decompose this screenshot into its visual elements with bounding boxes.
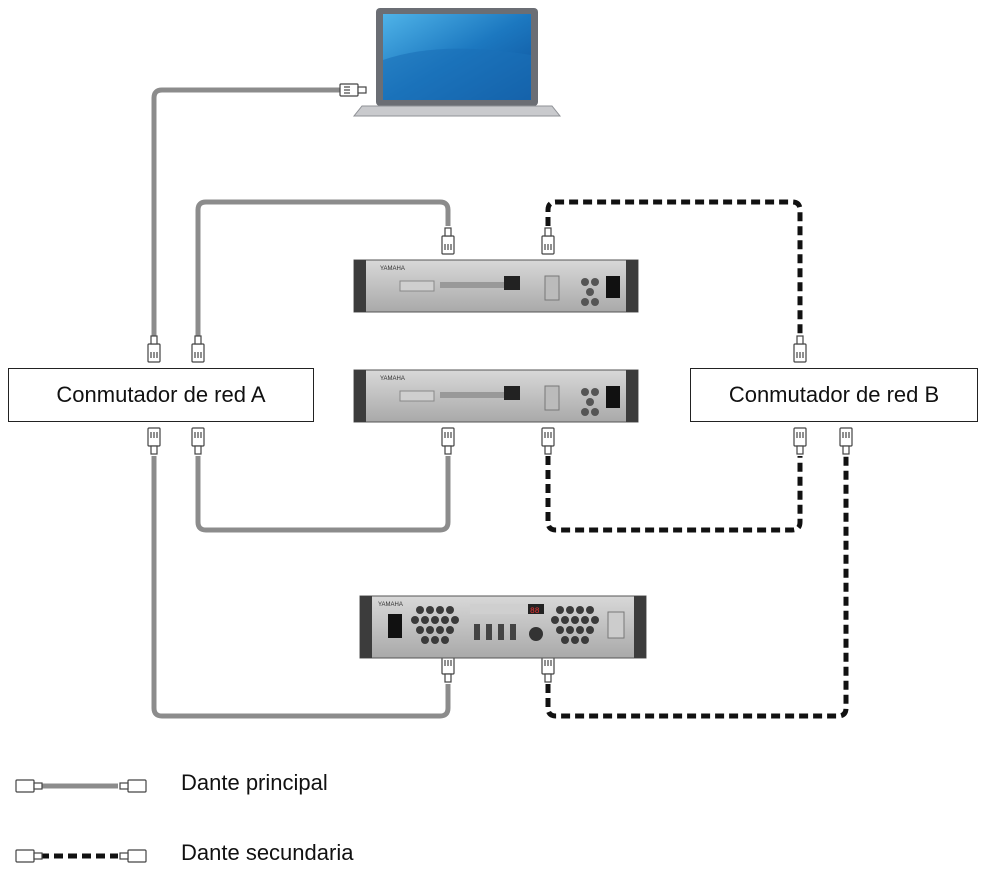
ethernet-plug-icon	[441, 655, 455, 683]
ethernet-plug-icon	[441, 427, 455, 455]
legend-secondary-cable	[15, 849, 147, 863]
ethernet-plug-icon	[147, 335, 161, 363]
ethernet-plug-icon	[541, 427, 555, 455]
rack-top-brand: YAMAHA	[380, 266, 405, 272]
cable-amplifier-to-switch-b	[545, 456, 849, 719]
amplifier-icon: 88 YAMAHA	[359, 595, 647, 659]
ethernet-plug-icon	[793, 427, 807, 455]
cable-switch-a-to-rack-middle	[195, 456, 451, 533]
switch-a: Conmutador de red A	[8, 368, 314, 422]
amplifier-display: 88	[530, 607, 540, 616]
ethernet-plug-icon	[191, 335, 205, 363]
cable-switch-a-to-amplifier	[151, 456, 451, 719]
rack-middle-brand: YAMAHA	[380, 376, 405, 382]
ethernet-plug-icon	[191, 427, 205, 455]
ethernet-plug-icon	[147, 427, 161, 455]
ethernet-plug-icon	[441, 227, 455, 255]
amplifier-brand: YAMAHA	[378, 602, 403, 608]
ethernet-plug-icon	[793, 335, 807, 363]
legend-primary-cable	[15, 779, 147, 793]
switch-b: Conmutador de red B	[690, 368, 978, 422]
ethernet-plug-icon	[541, 227, 555, 255]
cable-switch-a-to-rack-top	[195, 199, 451, 336]
legend-primary-label: Dante principal	[181, 770, 328, 795]
rack-unit-middle: YAMAHA	[353, 369, 639, 423]
laptop-icon	[352, 8, 562, 117]
ethernet-plug-icon	[839, 427, 853, 455]
ethernet-plug-icon	[339, 83, 367, 97]
ethernet-plug-icon	[541, 655, 555, 683]
rack-unit-top: YAMAHA	[353, 259, 639, 313]
legend-secondary-label: Dante secundaria	[181, 840, 354, 865]
switch-a-label: Conmutador de red A	[56, 382, 266, 407]
cable-rack-middle-to-switch-b	[545, 456, 803, 533]
switch-b-label: Conmutador de red B	[728, 382, 940, 407]
cable-rack-top-to-switch-b	[545, 199, 803, 336]
cable-laptop-to-switch-a	[151, 87, 344, 336]
